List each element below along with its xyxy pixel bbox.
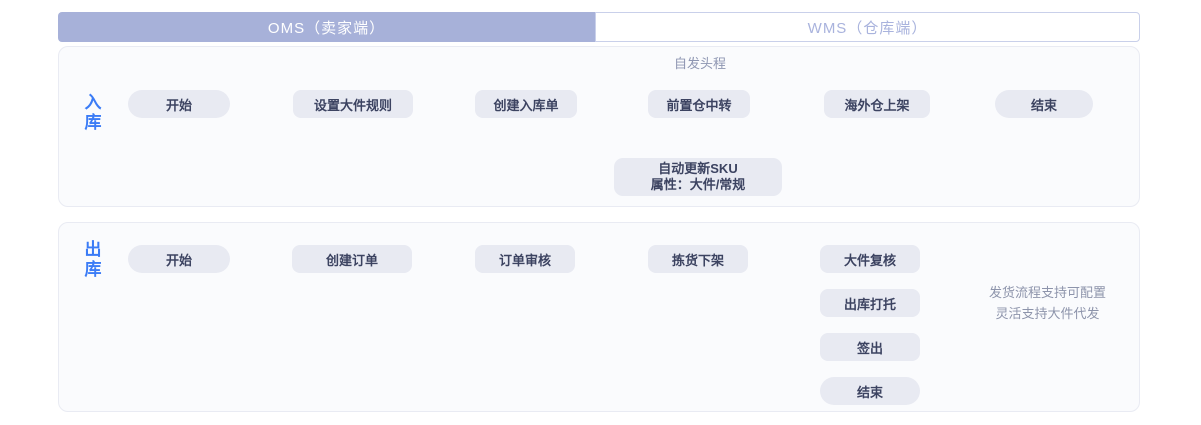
node-create-order: 创建订单: [292, 245, 412, 273]
node-outbound-palletizing: 出库打托: [820, 289, 920, 317]
node-picking-offshelf: 拣货下架: [648, 245, 748, 273]
node-auto-update-sku: 自动更新SKU 属性：大件/常规: [614, 158, 782, 196]
header-oms: OMS（卖家端）: [58, 12, 595, 42]
annotation-line1: 发货流程支持可配置: [988, 285, 1106, 300]
node-front-warehouse-transit: 前置仓中转: [648, 90, 750, 118]
node-sign-out: 签出: [820, 333, 920, 361]
panel-outbound: [58, 222, 1140, 412]
node-create-inbound-order: 创建入库单: [475, 90, 577, 118]
node-inbound-start: 开始: [128, 90, 230, 118]
auto-update-sku-line1: 自动更新SKU: [658, 161, 738, 176]
annotation-line2: 灵活支持大件代发: [995, 306, 1100, 321]
node-overseas-warehouse-shelving: 海外仓上架: [824, 90, 930, 118]
node-inbound-end: 结束: [995, 90, 1093, 118]
panel-inbound: [58, 46, 1140, 207]
label-self-send-first-leg: 自发头程: [673, 56, 726, 71]
node-set-large-item-rules: 设置大件规则: [293, 90, 413, 118]
inbound-row-label: 入库: [84, 93, 102, 132]
header-wms: WMS（仓库端）: [595, 12, 1140, 42]
node-large-item-recheck: 大件复核: [820, 245, 920, 273]
annotation-shipping-config: 发货流程支持可配置 灵活支持大件代发: [970, 282, 1125, 324]
node-outbound-start: 开始: [128, 245, 230, 273]
node-outbound-end: 结束: [820, 377, 920, 405]
outbound-row-label: 出库: [84, 240, 102, 279]
node-order-review: 订单审核: [475, 245, 575, 273]
auto-update-sku-line2: 属性：大件/常规: [650, 177, 746, 192]
